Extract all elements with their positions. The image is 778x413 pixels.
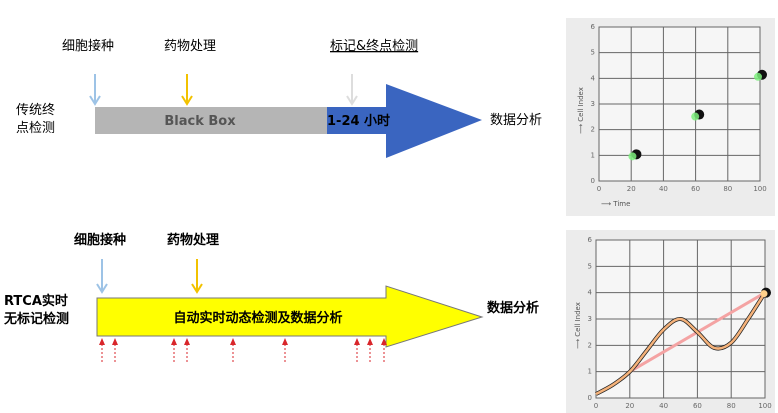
chart-endpoint: 0 20 40 60 80 100 0 1 2 3 4 5 6 ⟶ Cell Index ⟶ Time bbox=[577, 23, 767, 208]
measurement-arrow-icon bbox=[381, 338, 387, 345]
traditional-label-2: 点检测 bbox=[16, 121, 55, 136]
y-axis-label: ⟶ Cell Index bbox=[574, 302, 582, 349]
rtca-step-seeding: 细胞接种 bbox=[74, 232, 126, 248]
black-box-bar bbox=[95, 107, 327, 134]
measurement-arrow-icon bbox=[282, 338, 288, 345]
x-tick-label: 60 bbox=[691, 185, 700, 193]
duration-text: 1-24 小时 bbox=[327, 113, 390, 129]
data-point-glow bbox=[628, 152, 637, 161]
y-tick-label: 2 bbox=[588, 341, 592, 349]
traditional-label-1: 传统终 bbox=[16, 102, 55, 118]
y-tick-label: 2 bbox=[591, 126, 595, 134]
y-tick-label: 3 bbox=[588, 315, 592, 323]
end-point-glow bbox=[760, 290, 768, 298]
data-point-glow bbox=[754, 72, 762, 81]
y-tick-label: 6 bbox=[591, 23, 596, 31]
x-tick-label: 60 bbox=[693, 402, 702, 410]
x-tick-label: 40 bbox=[659, 185, 668, 193]
x-axis-label: ⟶ Time bbox=[601, 200, 630, 208]
y-tick-label: 5 bbox=[591, 49, 595, 57]
x-tick-label: 80 bbox=[727, 402, 736, 410]
measurement-arrow-icon bbox=[112, 338, 118, 345]
x-tick-label: 100 bbox=[753, 185, 766, 193]
rtca-label-2: 无标记检测 bbox=[3, 311, 69, 327]
result-text: 数据分析 bbox=[490, 113, 542, 128]
y-axis-label: ⟶ Cell Index bbox=[577, 87, 585, 134]
rtca-bar-text: 自动实时动态检测及数据分析 bbox=[173, 310, 342, 326]
x-tick-label: 20 bbox=[625, 402, 634, 410]
y-tick-label: 3 bbox=[591, 100, 595, 108]
series-curve bbox=[595, 291, 767, 396]
y-tick-label: 0 bbox=[588, 394, 592, 402]
y-tick-label: 6 bbox=[588, 236, 593, 244]
y-tick-label: 1 bbox=[588, 368, 592, 376]
rtca-result-text: 数据分析 bbox=[487, 300, 539, 316]
x-tick-label: 80 bbox=[723, 185, 732, 193]
chart-realtime: 0 20 40 60 80 100 0 1 2 3 4 5 6 ⟶ Cell Index bbox=[574, 236, 772, 410]
measurement-arrow-icon bbox=[184, 338, 190, 345]
rtca-step-drug: 药物处理 bbox=[167, 232, 219, 248]
black-box-text: Black Box bbox=[164, 114, 236, 129]
y-tick-label: 4 bbox=[588, 289, 593, 297]
y-tick-label: 4 bbox=[591, 74, 596, 82]
timeline-arrow bbox=[327, 84, 482, 158]
rtca-arrow bbox=[96, 285, 484, 348]
measurement-marks bbox=[99, 338, 387, 363]
data-point-glow bbox=[691, 112, 700, 121]
x-tick-label: 40 bbox=[659, 402, 668, 410]
x-tick-label: 0 bbox=[594, 402, 598, 410]
x-tick-label: 20 bbox=[627, 185, 636, 193]
measurement-arrow-icon bbox=[354, 338, 360, 345]
y-tick-label: 5 bbox=[588, 262, 592, 270]
x-tick-label: 0 bbox=[597, 185, 601, 193]
step-drug: 药物处理 bbox=[164, 39, 216, 54]
step-label-endpoint: 标记&终点检测 bbox=[330, 38, 418, 54]
measurement-arrow-icon bbox=[171, 338, 177, 345]
measurement-arrow-icon bbox=[99, 338, 105, 345]
step-seeding: 细胞接种 bbox=[62, 38, 114, 54]
measurement-arrow-icon bbox=[367, 338, 373, 345]
y-tick-label: 1 bbox=[591, 151, 595, 159]
x-tick-label: 100 bbox=[758, 402, 771, 410]
y-tick-label: 0 bbox=[591, 177, 595, 185]
rtca-label-1: RTCA实时 bbox=[4, 293, 68, 309]
measurement-arrow-icon bbox=[230, 338, 236, 345]
